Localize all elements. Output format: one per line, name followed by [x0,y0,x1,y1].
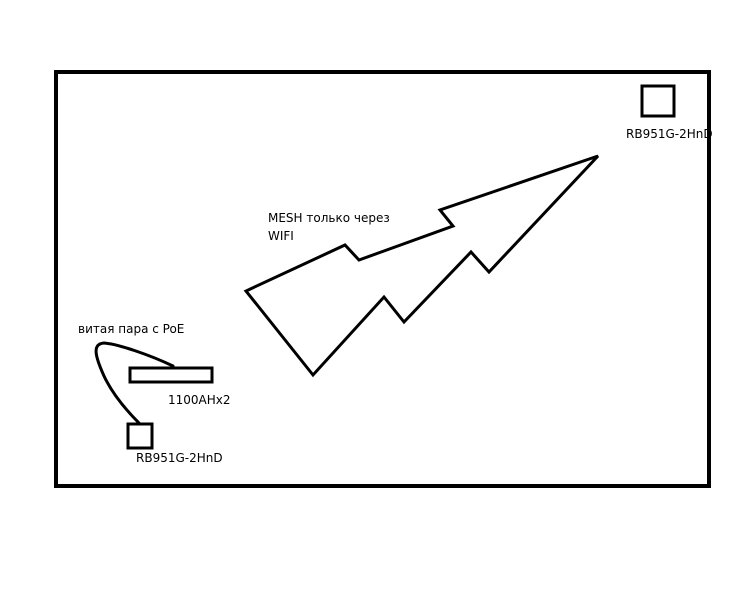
router-top-right-label: RB951G-2HnD [626,127,713,141]
twisted-pair-cable [94,341,175,425]
diagram-frame [54,70,711,488]
switch-label: 1100AHx2 [168,393,231,407]
router-bottom-left-label: RB951G-2HnD [136,451,223,465]
mesh-label-line1: MESH только через [268,211,390,225]
cable-label: витая пара с PoE [78,322,184,336]
switch-box [128,366,214,384]
router-top-right-box [640,84,676,118]
mesh-label-line2: WIFI [268,229,294,243]
router-bottom-left-box [126,422,154,450]
lightning-bolt-icon [243,154,600,378]
